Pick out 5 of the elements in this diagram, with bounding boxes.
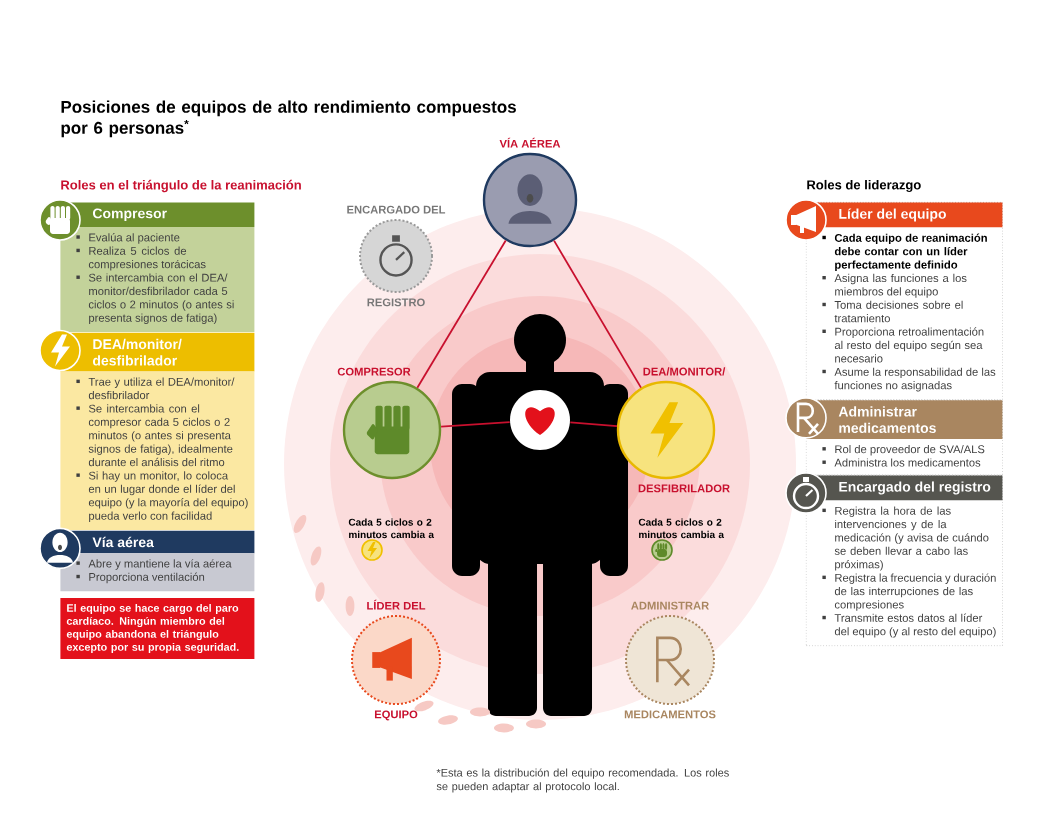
connector-line: [569, 421, 618, 427]
connector-line: [440, 421, 511, 428]
connector-line: [416, 239, 507, 389]
title: Posiciones de equipos de alto rendimiento compuestos por 6 personas$^{*}$: [61, 100, 516, 138]
connector-line: [553, 239, 642, 389]
